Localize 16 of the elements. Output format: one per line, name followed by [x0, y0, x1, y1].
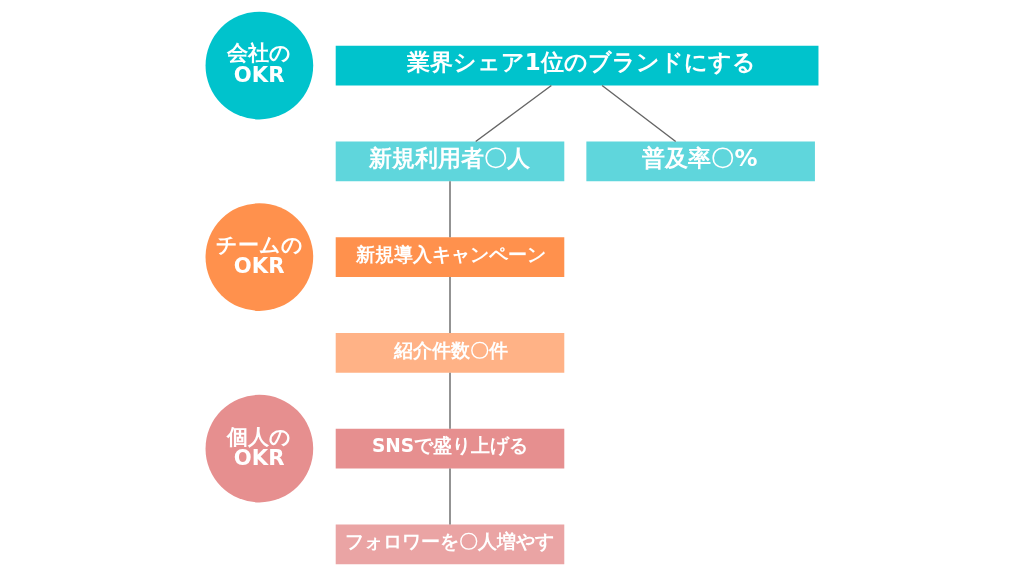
node-box: 紹介件数〇件 — [335, 333, 565, 373]
connector — [449, 372, 451, 430]
node-box: 新規導入キャンペーン — [335, 237, 565, 277]
connector — [601, 84, 677, 143]
node-box: フォロワーを〇人増やす — [335, 524, 565, 565]
node-box: 普及率〇% — [586, 141, 815, 182]
connector — [449, 180, 451, 238]
node-circle: 会社のOKR — [205, 11, 314, 120]
node-box: 業界シェア1位のブランドにする — [335, 45, 819, 86]
connector — [449, 276, 451, 334]
connector — [449, 467, 451, 526]
node-box: SNSで盛り上げる — [335, 428, 565, 469]
connector — [474, 84, 553, 143]
node-circle: 個人のOKR — [205, 394, 314, 503]
node-box: 新規利用者〇人 — [335, 141, 565, 182]
node-circle: チームのOKR — [205, 203, 314, 311]
